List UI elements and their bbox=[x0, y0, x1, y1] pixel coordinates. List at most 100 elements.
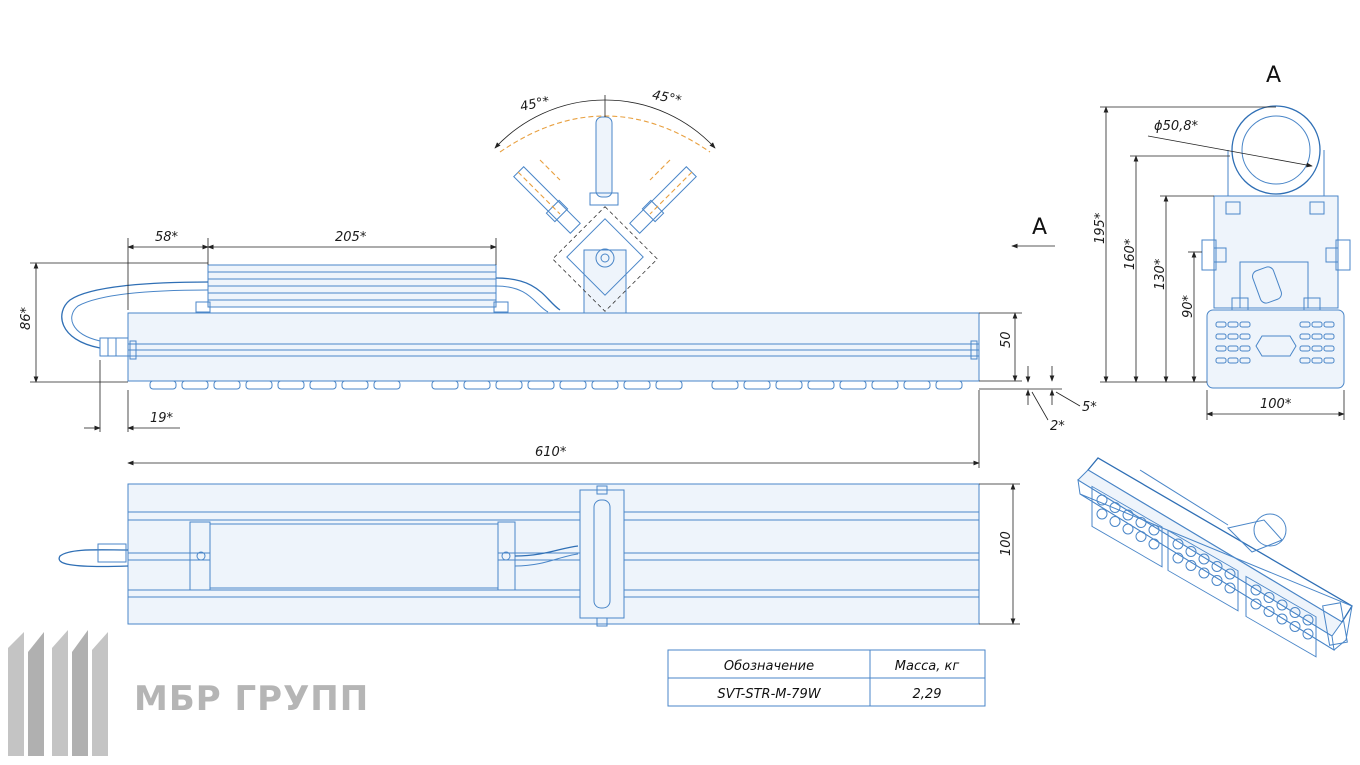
led-lens bbox=[1211, 561, 1223, 572]
vent-slot bbox=[1227, 321, 1239, 328]
driver-box-top bbox=[209, 523, 499, 589]
lens-module bbox=[181, 380, 209, 390]
side-vents bbox=[1215, 321, 1335, 364]
led-lens bbox=[1172, 538, 1184, 550]
vent-slot bbox=[1239, 321, 1251, 328]
side-bracket-plate bbox=[1213, 195, 1339, 309]
dim-610: 610* bbox=[535, 445, 567, 460]
lens-module bbox=[213, 380, 241, 390]
lens-module bbox=[935, 380, 963, 390]
lens-module bbox=[871, 380, 899, 390]
led-lens bbox=[1263, 592, 1275, 603]
lens-module bbox=[807, 380, 835, 390]
vent-slot bbox=[1311, 357, 1323, 364]
led-lens bbox=[1122, 509, 1134, 521]
driver-box bbox=[195, 264, 509, 313]
led-lens bbox=[1263, 606, 1275, 617]
logo-text: МБР ГРУПП bbox=[134, 679, 369, 719]
led-lens bbox=[1211, 575, 1223, 586]
led-lens bbox=[1250, 584, 1262, 596]
vent-slot bbox=[1299, 357, 1311, 364]
led-lens bbox=[1135, 517, 1147, 528]
led-lens bbox=[1276, 599, 1288, 611]
lens-module bbox=[655, 380, 683, 390]
vent-slot bbox=[1215, 333, 1227, 340]
vent-slot bbox=[1215, 345, 1227, 352]
top-view: 100 bbox=[58, 483, 1020, 627]
dim-19: 19* bbox=[150, 411, 174, 426]
iso-module bbox=[1167, 529, 1239, 612]
mount-ring bbox=[1231, 105, 1321, 195]
angle-right-label: 45°* bbox=[651, 88, 684, 109]
led-lens bbox=[1122, 523, 1134, 535]
vent-slot bbox=[1323, 333, 1335, 340]
table-header-mass: Масса, кг bbox=[895, 659, 960, 674]
vent-slot bbox=[1311, 321, 1323, 328]
lamp-body-front bbox=[127, 312, 980, 382]
dim-5: 5* bbox=[1082, 400, 1097, 415]
dim-100-top: 100 bbox=[999, 531, 1014, 556]
iso-module bbox=[1245, 575, 1317, 658]
lens-module bbox=[559, 380, 587, 390]
angle-left-label: 45°* bbox=[519, 94, 552, 115]
iso-led-modules bbox=[1091, 485, 1317, 658]
dim-195: 195* bbox=[1093, 212, 1108, 244]
lens-module bbox=[431, 380, 459, 390]
led-lens bbox=[1250, 598, 1262, 610]
iso-module bbox=[1091, 485, 1163, 568]
vent-slot bbox=[1215, 357, 1227, 364]
led-lens bbox=[1109, 502, 1121, 513]
vent-slot bbox=[1239, 333, 1251, 340]
led-lens bbox=[1096, 494, 1108, 506]
vent-slot bbox=[1299, 321, 1311, 328]
dim-205: 205* bbox=[335, 230, 367, 245]
vent-slot bbox=[1239, 357, 1251, 364]
dim-100-side: 100* bbox=[1260, 397, 1292, 412]
lens-module bbox=[623, 380, 651, 390]
dim-160: 160* bbox=[1123, 238, 1138, 270]
dim-130: 130* bbox=[1153, 258, 1168, 290]
led-lens bbox=[1198, 553, 1210, 565]
table-cell-designation: SVT-STR-M-79W bbox=[717, 687, 821, 702]
led-lens bbox=[1224, 582, 1236, 594]
vent-slot bbox=[1299, 333, 1311, 340]
lens-module bbox=[341, 380, 369, 390]
vent-slot bbox=[1323, 345, 1335, 352]
front-view: 45°* 45°* 58* 205* 86* 50 5* 2* bbox=[19, 88, 1097, 468]
lens-module bbox=[903, 380, 931, 390]
led-lens bbox=[1224, 568, 1236, 580]
vent-slot bbox=[1323, 321, 1335, 328]
table-header-designation: Обозначение bbox=[724, 659, 814, 674]
led-lens bbox=[1289, 621, 1301, 632]
led-lens bbox=[1198, 567, 1210, 579]
side-heatsink bbox=[1206, 309, 1345, 389]
section-a-marker: А bbox=[1032, 215, 1047, 240]
lens-module bbox=[711, 380, 739, 390]
led-lens bbox=[1148, 538, 1160, 550]
lens-module bbox=[277, 380, 305, 390]
dim-2: 2* bbox=[1050, 419, 1065, 434]
lens-row bbox=[149, 380, 963, 390]
lens-module bbox=[495, 380, 523, 390]
lens-module bbox=[839, 380, 867, 390]
table-cell-mass: 2,29 bbox=[913, 687, 942, 702]
led-lens bbox=[1172, 552, 1184, 564]
lens-module bbox=[149, 380, 177, 390]
lens-module bbox=[463, 380, 491, 390]
vent-slot bbox=[1311, 333, 1323, 340]
led-lens bbox=[1289, 607, 1301, 618]
vent-slot bbox=[1323, 357, 1335, 364]
vent-slot bbox=[1227, 345, 1239, 352]
dim-diameter: ϕ50,8* bbox=[1154, 119, 1199, 134]
led-lens bbox=[1109, 516, 1121, 527]
led-lens bbox=[1148, 524, 1160, 536]
led-lens bbox=[1185, 546, 1197, 557]
isometric-view bbox=[1077, 457, 1353, 658]
led-lens bbox=[1302, 628, 1314, 640]
mount-bracket-front bbox=[499, 115, 711, 314]
lens-module bbox=[591, 380, 619, 390]
vent-slot bbox=[1227, 333, 1239, 340]
lens-module bbox=[245, 380, 273, 390]
dim-90: 90* bbox=[1181, 294, 1196, 318]
